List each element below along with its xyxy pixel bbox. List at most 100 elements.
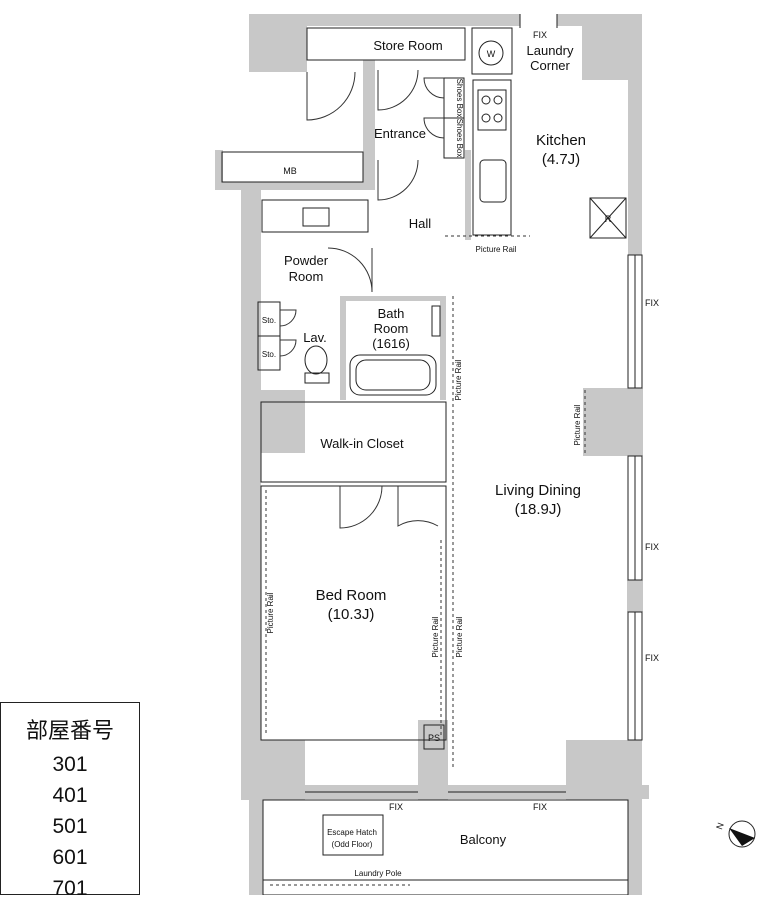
room-labels: Store Room FIX Laundry Corner W Shoes Bo…: [262, 30, 659, 878]
balcony-left-wall: [249, 800, 263, 895]
bed-room-label: Bed Room: [316, 587, 387, 604]
bed-room-size: (10.3J): [328, 606, 375, 623]
unit-number: 601: [52, 846, 88, 869]
balcony-right-wall: [628, 800, 642, 895]
unit-number: 501: [52, 815, 88, 838]
door-sto-2: [279, 339, 297, 357]
laundry-label-2: Corner: [530, 58, 570, 73]
washer-drum: [478, 40, 504, 66]
powder-label-2: Room: [289, 269, 324, 284]
ps-column: [418, 720, 448, 800]
refrigerator-x2: [589, 197, 627, 239]
wall-bottom-right: [566, 740, 642, 800]
unit-number-box: 部屋番号 301 401 501 601 701: [0, 702, 140, 900]
sink: [479, 159, 507, 203]
powder-label-1: Powder: [284, 253, 329, 268]
unit-number: 701: [52, 877, 88, 900]
fix-bottom-right: FIX: [533, 802, 547, 812]
escape-hatch-box: [322, 814, 384, 856]
bath-shelf: [431, 305, 441, 337]
storage-label-2: Sto.: [262, 350, 276, 359]
door-bedroom: [397, 486, 439, 527]
escape-hatch-label-1: Escape Hatch: [327, 828, 377, 837]
hall-label: Hall: [409, 216, 432, 231]
lavatory-label: Lav.: [303, 330, 327, 345]
washer-label: W: [487, 49, 496, 59]
doors: [279, 69, 445, 529]
kitchen-picture-rail-label: Picture Rail: [476, 245, 517, 254]
walk-in-closet-box: [260, 401, 447, 483]
bedroom-box: [260, 485, 447, 741]
wall-kitchen-left: [465, 150, 471, 240]
door-powder: [327, 247, 373, 293]
wall-closet-left: [261, 390, 305, 453]
store-room-box: [306, 27, 466, 61]
walk-in-closet-label: Walk-in Closet: [320, 436, 404, 451]
balcony-label: Balcony: [460, 832, 507, 847]
north-compass: N: [714, 820, 756, 848]
powder-counter: [261, 199, 369, 233]
door-main: [306, 71, 356, 121]
fix-right-lower: FIX: [645, 653, 659, 663]
door-shoes-1: [423, 77, 445, 99]
fix-right-upper: FIX: [645, 298, 659, 308]
ps-box: [423, 724, 445, 750]
wall-bath-top: [340, 296, 446, 301]
kitchen-counter: [472, 79, 512, 236]
mb-label: MB: [283, 166, 297, 176]
wall-left: [241, 190, 261, 800]
laundry-label-1: Laundry: [527, 43, 574, 58]
fix-right-middle: FIX: [645, 542, 659, 552]
living-dining-size: (18.9J): [515, 501, 562, 518]
laundry-pole-label: Laundry Pole: [354, 869, 402, 878]
walls: [215, 14, 649, 895]
balcony-box: [262, 799, 629, 895]
kitchen-label: Kitchen: [536, 132, 586, 149]
burner-3: [481, 113, 491, 123]
washer-box: [471, 27, 513, 75]
bed-right-picture-rail-label: Picture Rail: [431, 616, 440, 657]
fix-bottom-left: FIX: [389, 802, 403, 812]
compass-arrow-icon: [729, 828, 755, 846]
column-picture-rail-label: Picture Rail: [573, 404, 582, 445]
powder-sink: [302, 207, 330, 227]
wall-bath-right: [440, 296, 446, 400]
shoes-box-label-1: Shoes Box: [455, 79, 464, 118]
wall-bath-left: [340, 296, 346, 400]
door-hall: [377, 159, 419, 201]
wall-right-mid: [627, 580, 643, 612]
door-sto-1: [279, 309, 297, 327]
store-room-label: Store Room: [373, 38, 442, 53]
shoes-box-label-2: Shoes Box: [455, 119, 464, 158]
refrigerator-label: R: [605, 214, 612, 224]
burner-4: [493, 113, 503, 123]
wall-entrance-left: [363, 60, 375, 190]
wall-right-top: [582, 14, 642, 255]
escape-hatch-label-2: (Odd Floor): [332, 840, 373, 849]
unit-number: 301: [52, 753, 88, 776]
bath-picture-rail-label: Picture Rail: [454, 359, 463, 400]
fix-laundry-label: FIX: [533, 30, 547, 40]
storage-label-1: Sto.: [262, 316, 276, 325]
room-outlines: [221, 14, 643, 895]
door-store: [377, 69, 419, 111]
bed-left-picture-rail-label: Picture Rail: [266, 592, 275, 633]
ps-label: PS: [428, 733, 440, 743]
living-lower-picture-rail-label: Picture Rail: [455, 616, 464, 657]
unit-box-title: 部屋番号: [25, 719, 114, 744]
wall-mb-bottom: [215, 182, 365, 200]
north-label: N: [714, 821, 726, 831]
living-dining-label: Living Dining: [495, 482, 581, 499]
unit-number: 401: [52, 784, 88, 807]
burner-2: [493, 95, 503, 105]
door-shoes-2: [423, 117, 445, 139]
stove: [477, 89, 507, 131]
toilet-tank: [304, 372, 330, 384]
door-closet: [339, 485, 383, 529]
toilet: [304, 345, 328, 375]
wall-mb-left: [215, 150, 223, 190]
bath-size: (1616): [372, 336, 410, 351]
mb-box: [221, 151, 364, 183]
entrance-label: Entrance: [374, 126, 426, 141]
bath-tub-inner: [355, 359, 431, 391]
